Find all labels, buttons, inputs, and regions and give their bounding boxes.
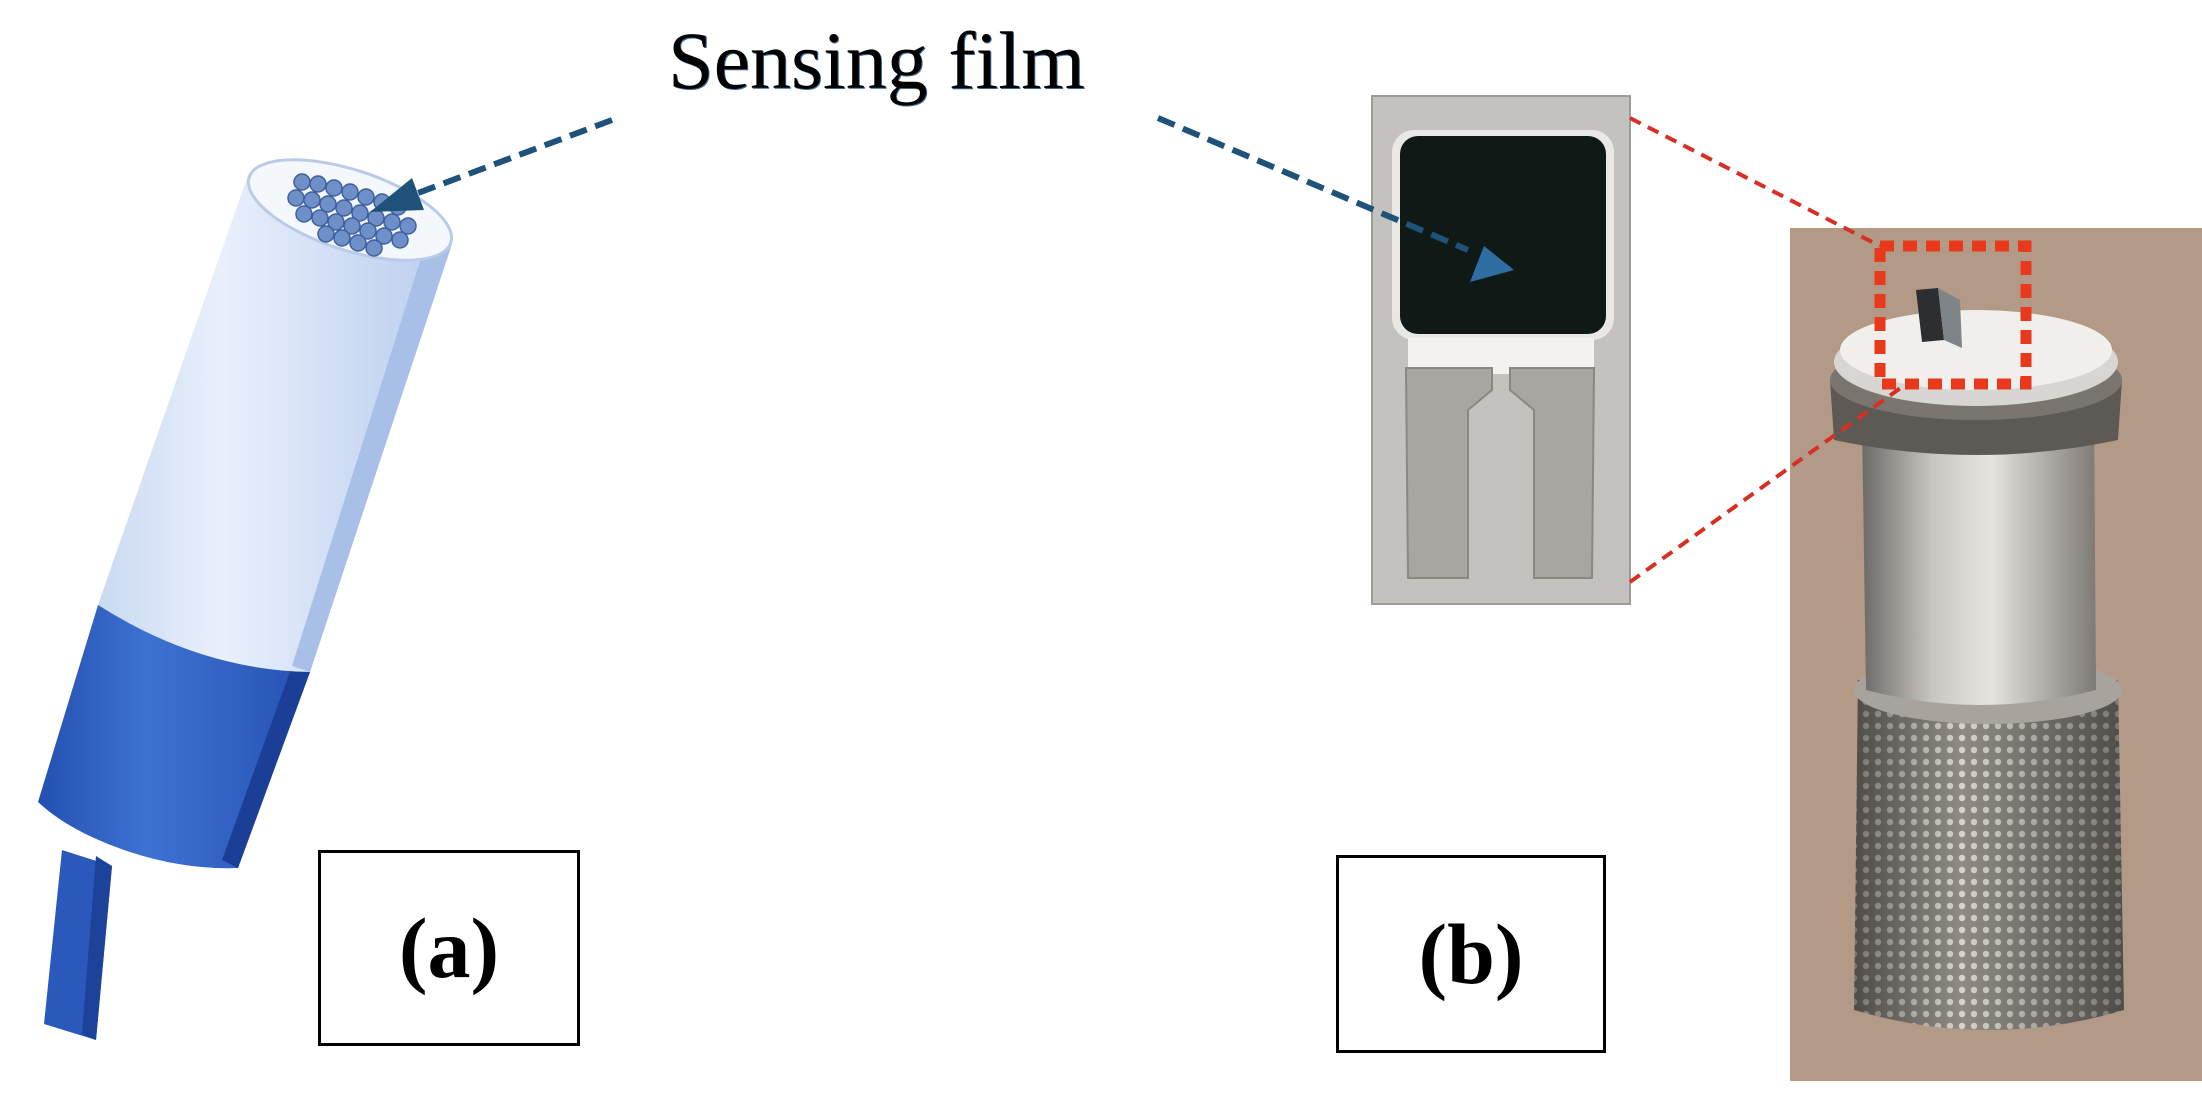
fiber-probe-illustration (38, 158, 454, 1040)
probe-body (98, 175, 452, 672)
chip-electrode-left (1404, 367, 1493, 579)
annotation-arrow-a-head (370, 178, 424, 212)
chip-electrode-right (1509, 367, 1596, 579)
annotation-arrow-b-line (1156, 115, 1470, 253)
panel-label-b: (b) (1336, 855, 1606, 1053)
sensor-chip-photo (1371, 95, 1631, 605)
sensor-housing-photo (1790, 228, 2202, 1081)
chip-sensing-film (1400, 136, 1606, 334)
annotation-arrow-a-line (408, 117, 614, 199)
probe-sleeve (38, 605, 310, 869)
sensing-film-fiber-bundle (287, 173, 417, 257)
housing-barrel (1862, 420, 2096, 705)
housing-top-cap (1840, 310, 2112, 390)
zoom-connector-top (1629, 116, 1881, 248)
annotation-arrow-b-head (1470, 246, 1514, 282)
zoom-connector-bottom (1628, 382, 1908, 584)
panel-label-a: (a) (318, 850, 580, 1046)
chip-location-highlight (1874, 240, 2032, 390)
sensing-film-label: Sensing film (668, 15, 1085, 106)
